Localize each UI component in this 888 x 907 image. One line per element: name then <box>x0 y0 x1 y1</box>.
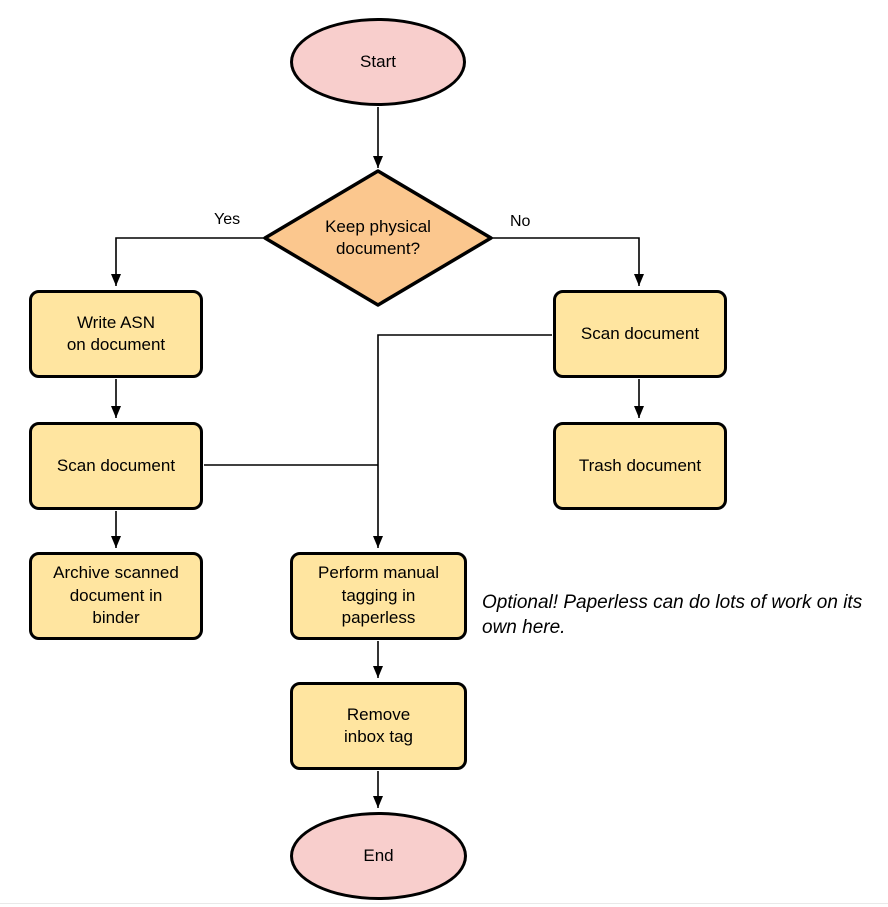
node-start: Start <box>290 18 466 106</box>
edge-decision-yes-to-write-asn <box>111 237 264 286</box>
node-remove-inbox-tag: Remove inbox tag <box>290 682 467 770</box>
node-perform-manual-tagging: Perform manual tagging in paperless <box>290 552 467 640</box>
node-decision-label: Keep physical document? <box>325 216 431 258</box>
decision-diamond-shape <box>263 169 493 307</box>
node-scan-document-left: Scan document <box>29 422 203 510</box>
page-bottom-divider <box>0 903 888 904</box>
node-end: End <box>290 812 467 900</box>
node-trash-document: Trash document <box>553 422 727 510</box>
edge-label-yes: Yes <box>211 211 244 229</box>
node-archive-scanned-document: Archive scanned document in binder <box>29 552 203 640</box>
annotation-optional-paperless: Optional! Paperless can do lots of work … <box>482 592 863 639</box>
edge-scan-right-to-tagging <box>373 334 552 548</box>
edge-decision-no-to-scan-right <box>492 237 644 286</box>
node-write-asn-on-document: Write ASN on document <box>29 290 203 378</box>
node-scan-document-right: Scan document <box>553 290 727 378</box>
edge-label-no: No <box>507 213 534 231</box>
